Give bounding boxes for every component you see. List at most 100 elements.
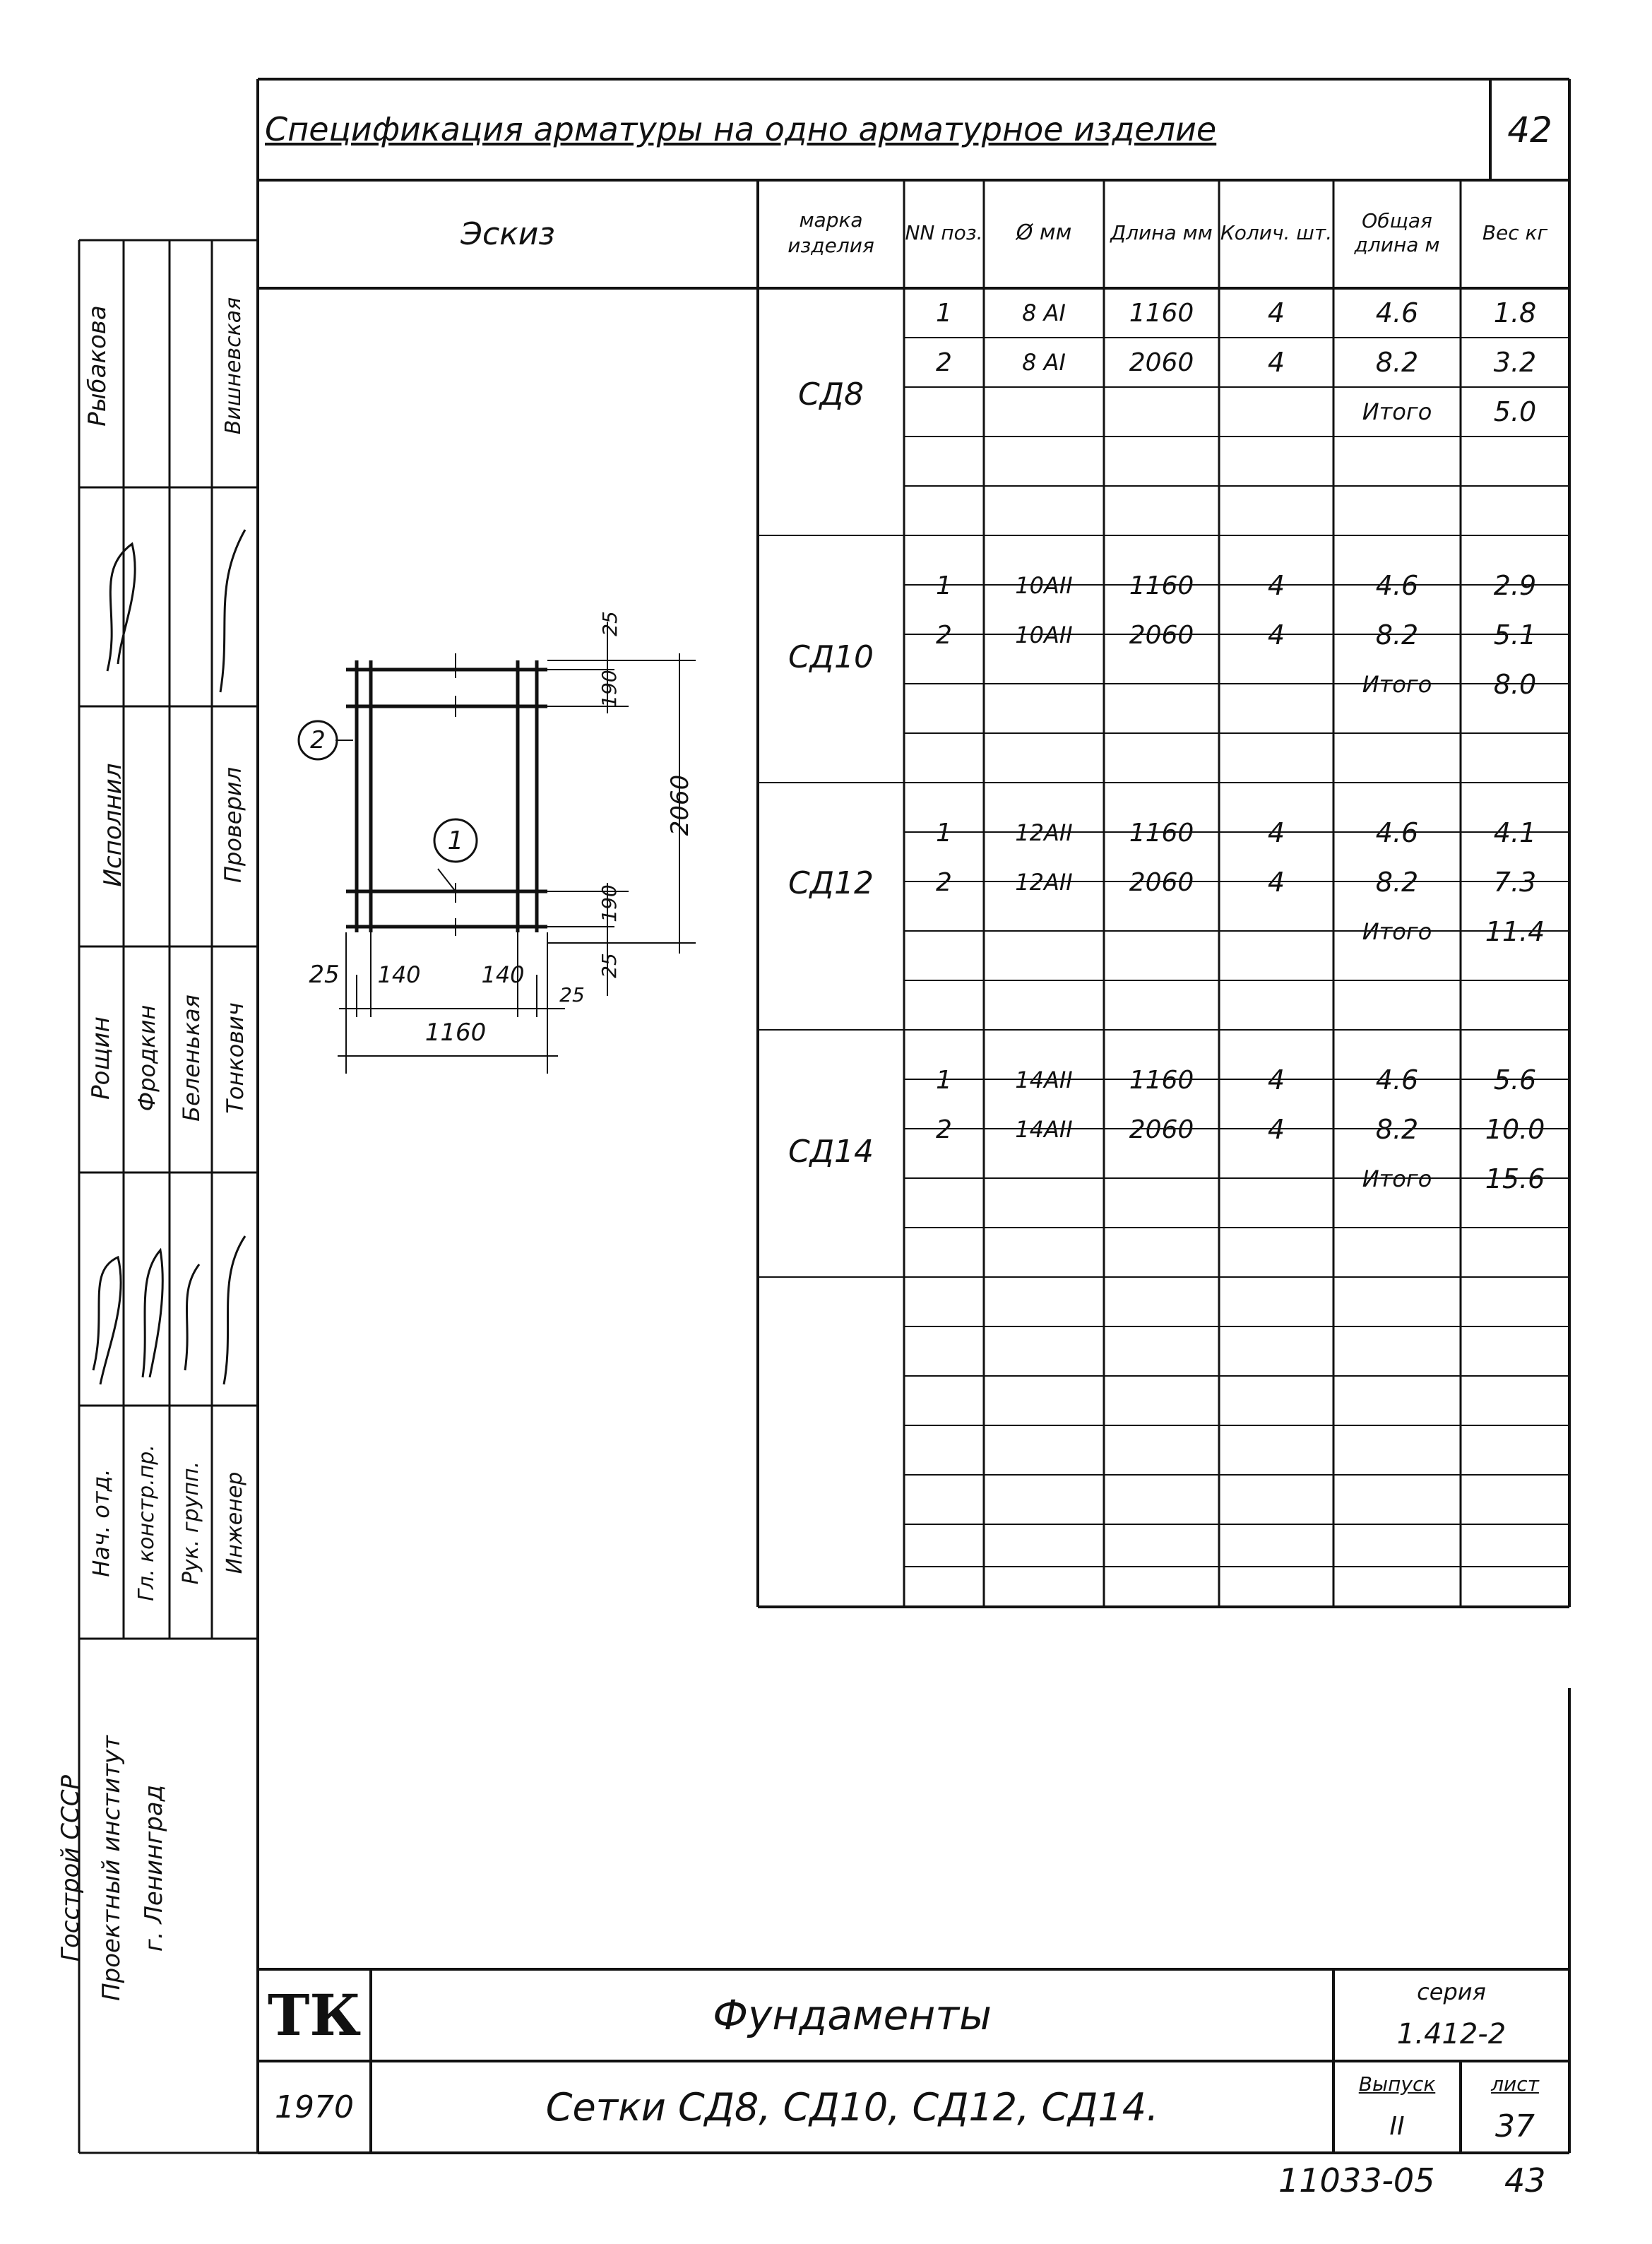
name-frodkin: Фродкин (133, 1004, 160, 1112)
table-cell: 12АII (1015, 819, 1073, 846)
signature-checked (79, 487, 258, 706)
total-value: 15.6 (1485, 1163, 1545, 1194)
issue-value: II (1389, 2111, 1405, 2141)
signatures-block (79, 1173, 258, 1406)
dim-2060: 2060 (666, 774, 694, 836)
pos1-label: 1 (447, 826, 464, 855)
table-cell: 4.6 (1375, 297, 1419, 328)
table-cell: 2060 (1129, 620, 1194, 650)
table-cell: 10.0 (1485, 1114, 1545, 1145)
table-cell: 2060 (1129, 348, 1194, 377)
mark-sd14: СД14 (788, 1133, 874, 1170)
total-label: Итого (1362, 398, 1432, 425)
table-cell: 5.1 (1493, 619, 1537, 651)
dim-25-left: 25 (309, 961, 340, 989)
table-cell: 8.2 (1375, 347, 1419, 378)
footer-page: 43 (1504, 2161, 1546, 2200)
role-engineer: Инженер (222, 1471, 247, 1574)
sheet-label: лист (1491, 2072, 1539, 2096)
name-tonkovich: Тонкович (222, 1002, 249, 1114)
table-cell: 4 (1267, 1064, 1285, 1096)
table-cell: 4.1 (1493, 817, 1537, 848)
total-value: 8.0 (1493, 669, 1537, 700)
table-cell: 8 АI (1022, 349, 1066, 376)
table-cell: 3.2 (1493, 347, 1537, 378)
table-cell: 2 (936, 1115, 952, 1144)
table-cell: 1 (936, 298, 952, 328)
table-cell: 1160 (1129, 818, 1194, 848)
mark-sd12: СД12 (788, 865, 874, 901)
table-cell: 1.8 (1493, 297, 1537, 328)
dim-25-right: 25 (559, 983, 585, 1007)
table-cell: 1 (936, 1065, 952, 1095)
table-cell: 5.6 (1493, 1064, 1537, 1096)
col-mark: марка изделия (788, 208, 874, 257)
role-chief-designer: Гл. констр.пр. (133, 1444, 159, 1601)
name-rybakova: Рыбакова (83, 305, 112, 427)
table-cell: 4 (1267, 1114, 1285, 1145)
pos2-circle (297, 720, 338, 761)
table-cell: 2 (936, 867, 952, 897)
col-length: Длина мм (1110, 221, 1213, 244)
table-cell: 2060 (1129, 1115, 1194, 1144)
col-qty: Колич. шт. (1220, 221, 1333, 244)
table-cell: 4.6 (1375, 817, 1419, 848)
table-cell: 1160 (1129, 571, 1194, 600)
table-cell: 4 (1267, 817, 1285, 848)
year: 1970 (275, 2089, 354, 2125)
table-cell: 10АII (1015, 572, 1073, 599)
table-cell: 1 (936, 571, 952, 600)
table-cell: 8 АI (1022, 299, 1066, 326)
drawing-title: Сетки СД8, СД10, СД12, СД14. (545, 2084, 1159, 2130)
dim-25-top: 25 (598, 611, 622, 636)
col-total-length: Общая длина м (1354, 209, 1440, 256)
table-cell: 2 (936, 620, 952, 650)
col-pos: NN поз. (905, 221, 983, 244)
mark-sd8: СД8 (797, 376, 864, 412)
col-weight: Вес кг (1482, 221, 1548, 244)
total-value: 11.4 (1485, 916, 1545, 947)
sheet-value: 37 (1495, 2108, 1535, 2144)
org-line-2: Проектный институт (97, 1735, 126, 2001)
role-performed: Исполнил (99, 763, 127, 887)
total-label: Итого (1362, 918, 1432, 945)
name-belenkaya: Беленькая (178, 995, 205, 1122)
mark-sd10: СД10 (788, 639, 874, 675)
table-cell: 4.6 (1375, 570, 1419, 601)
sketch-header: Эскиз (460, 216, 555, 252)
org-line-1: Госстрой СССР (57, 1775, 85, 1961)
name-vishnevskaya: Вишневская (220, 297, 246, 435)
table-cell: 4.6 (1375, 1064, 1419, 1096)
dim-190-top: 190 (597, 670, 621, 708)
dim-140-right: 140 (481, 961, 525, 988)
series-value: 1.412-2 (1396, 2018, 1507, 2050)
table-cell: 2.9 (1493, 570, 1537, 601)
table-cell: 8.2 (1375, 1114, 1419, 1145)
table-cell: 1 (936, 818, 952, 848)
total-label: Итого (1362, 1165, 1432, 1192)
table-cell: 12АII (1015, 869, 1073, 896)
table-cell: 7.3 (1493, 867, 1537, 898)
table-cell: 4 (1267, 619, 1285, 651)
table-cell: 4 (1267, 347, 1285, 378)
table-cell: 8.2 (1375, 867, 1419, 898)
dim-140-left: 140 (377, 961, 421, 988)
org-line-3: г. Ленинград (140, 1784, 168, 1952)
table-cell: 8.2 (1375, 619, 1419, 651)
subject: Фундаменты (713, 1991, 992, 2039)
role-checked: Проверил (220, 766, 246, 884)
issue-label: Выпуск (1358, 2072, 1436, 2096)
col-diam: Ø мм (1016, 220, 1072, 245)
table-cell: 1160 (1129, 1065, 1194, 1095)
table-cell: 14АII (1015, 1067, 1073, 1093)
table-cell: 10АII (1015, 622, 1073, 648)
spec-title: Спецификация арматуры на одно арматурное… (265, 110, 1217, 148)
role-group-lead: Рук. групп. (178, 1461, 203, 1585)
dim-25-bottom: 25 (597, 953, 621, 978)
table-cell: 2060 (1129, 867, 1194, 897)
tk-logo: ТК (267, 1982, 362, 2048)
role-head-dept: Нач. отд. (88, 1468, 114, 1577)
table-cell: 4 (1267, 570, 1285, 601)
total-label: Итого (1362, 671, 1432, 698)
table-cell: 4 (1267, 867, 1285, 898)
